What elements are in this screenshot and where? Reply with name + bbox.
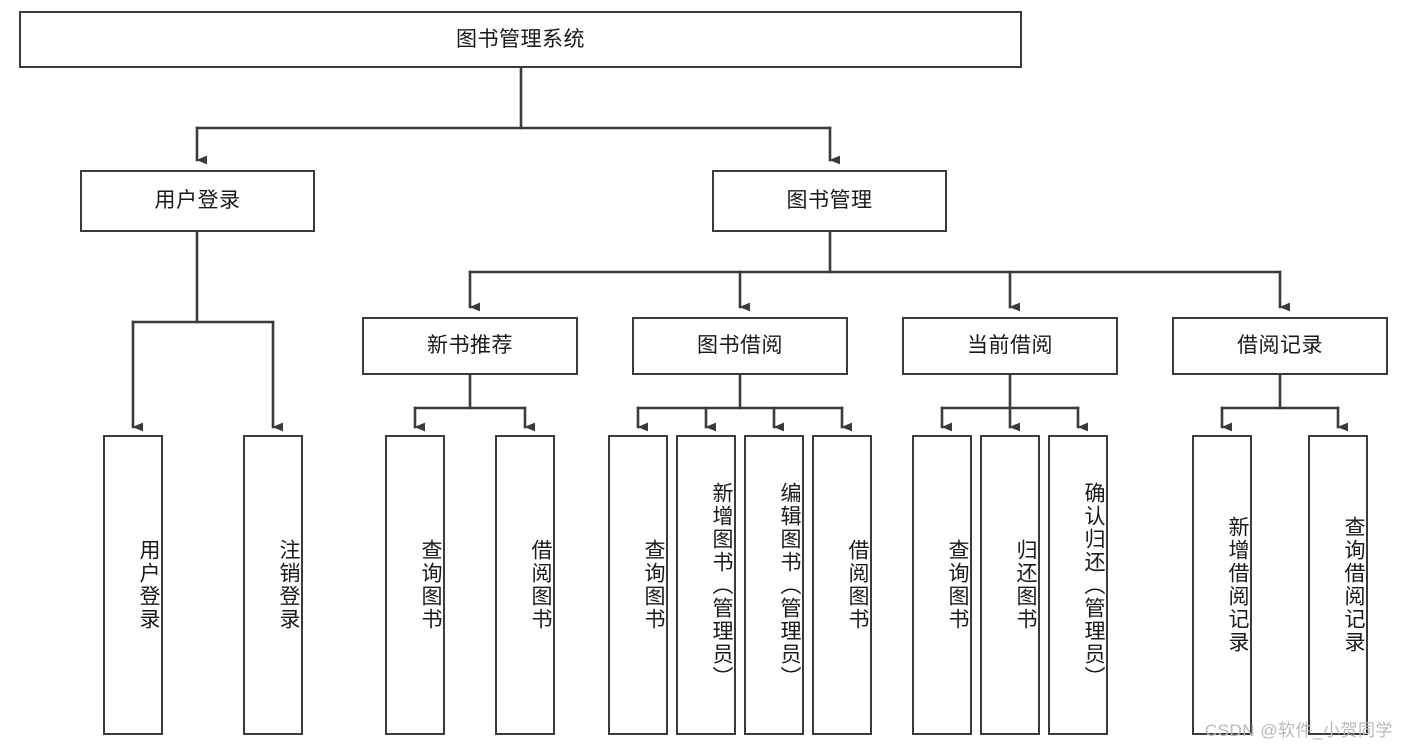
node-label: 用户登录 [154, 189, 241, 213]
node-label: 当前借阅 [967, 334, 1053, 358]
csdn-watermark: CSDN @软件_小贺同学 [1204, 721, 1393, 740]
node-leaf-query-book-recommend[interactable]: 查询图书 [385, 435, 445, 735]
node-label: 新增图书（管理员） [710, 481, 733, 689]
node-leaf-confirm-return-admin[interactable]: 确认归还（管理员） [1048, 435, 1108, 735]
node-label: 新书推荐 [427, 334, 513, 358]
node-book-management[interactable]: 图书管理 [712, 170, 947, 232]
node-leaf-logout-login[interactable]: 注销登录 [243, 435, 303, 735]
node-label: 查询借阅记录 [1342, 516, 1365, 654]
node-leaf-query-book-borrow[interactable]: 查询图书 [608, 435, 668, 735]
node-label: 图书管理系统 [456, 27, 585, 51]
node-leaf-borrow-book-recommend[interactable]: 借阅图书 [495, 435, 555, 735]
node-label: 查询图书 [946, 539, 969, 631]
node-label: 归还图书 [1014, 539, 1037, 631]
node-leaf-edit-book-admin[interactable]: 编辑图书（管理员） [744, 435, 804, 735]
node-label: 用户登录 [137, 539, 160, 631]
node-label: 借阅图书 [846, 539, 869, 631]
node-leaf-query-book-current[interactable]: 查询图书 [912, 435, 972, 735]
node-label: 新增借阅记录 [1226, 516, 1249, 654]
node-root-book-management-system[interactable]: 图书管理系统 [19, 11, 1022, 68]
node-user-login[interactable]: 用户登录 [80, 170, 315, 232]
node-current-borrow[interactable]: 当前借阅 [902, 317, 1118, 375]
node-label: 借阅图书 [529, 539, 552, 631]
node-leaf-user-login[interactable]: 用户登录 [103, 435, 163, 735]
node-label: 编辑图书（管理员） [778, 481, 801, 689]
node-new-book-recommend[interactable]: 新书推荐 [362, 317, 578, 375]
node-leaf-borrow-book[interactable]: 借阅图书 [812, 435, 872, 735]
node-label: 注销登录 [277, 539, 300, 631]
node-label: 借阅记录 [1237, 334, 1323, 358]
node-leaf-add-book-admin[interactable]: 新增图书（管理员） [676, 435, 736, 735]
node-leaf-return-book[interactable]: 归还图书 [980, 435, 1040, 735]
node-label: 确认归还（管理员） [1082, 481, 1105, 689]
node-book-borrow[interactable]: 图书借阅 [632, 317, 848, 375]
node-borrow-record[interactable]: 借阅记录 [1172, 317, 1388, 375]
node-label: 查询图书 [419, 539, 442, 631]
node-leaf-add-borrow-record[interactable]: 新增借阅记录 [1192, 435, 1252, 735]
node-label: 图书借阅 [697, 334, 783, 358]
node-label: 图书管理 [786, 189, 873, 213]
node-label: 查询图书 [642, 539, 665, 631]
node-leaf-query-borrow-record[interactable]: 查询借阅记录 [1308, 435, 1368, 735]
